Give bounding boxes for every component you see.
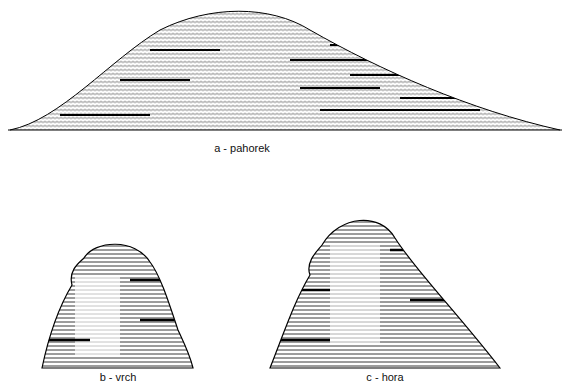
mountain-drawing xyxy=(260,205,510,375)
hill-label: b - vrch xyxy=(100,371,137,384)
hill-drawing xyxy=(0,0,568,140)
hill-label: a - pahorek xyxy=(214,142,270,155)
peak-drawing xyxy=(30,230,210,375)
hill-label: c - hora xyxy=(366,371,403,384)
